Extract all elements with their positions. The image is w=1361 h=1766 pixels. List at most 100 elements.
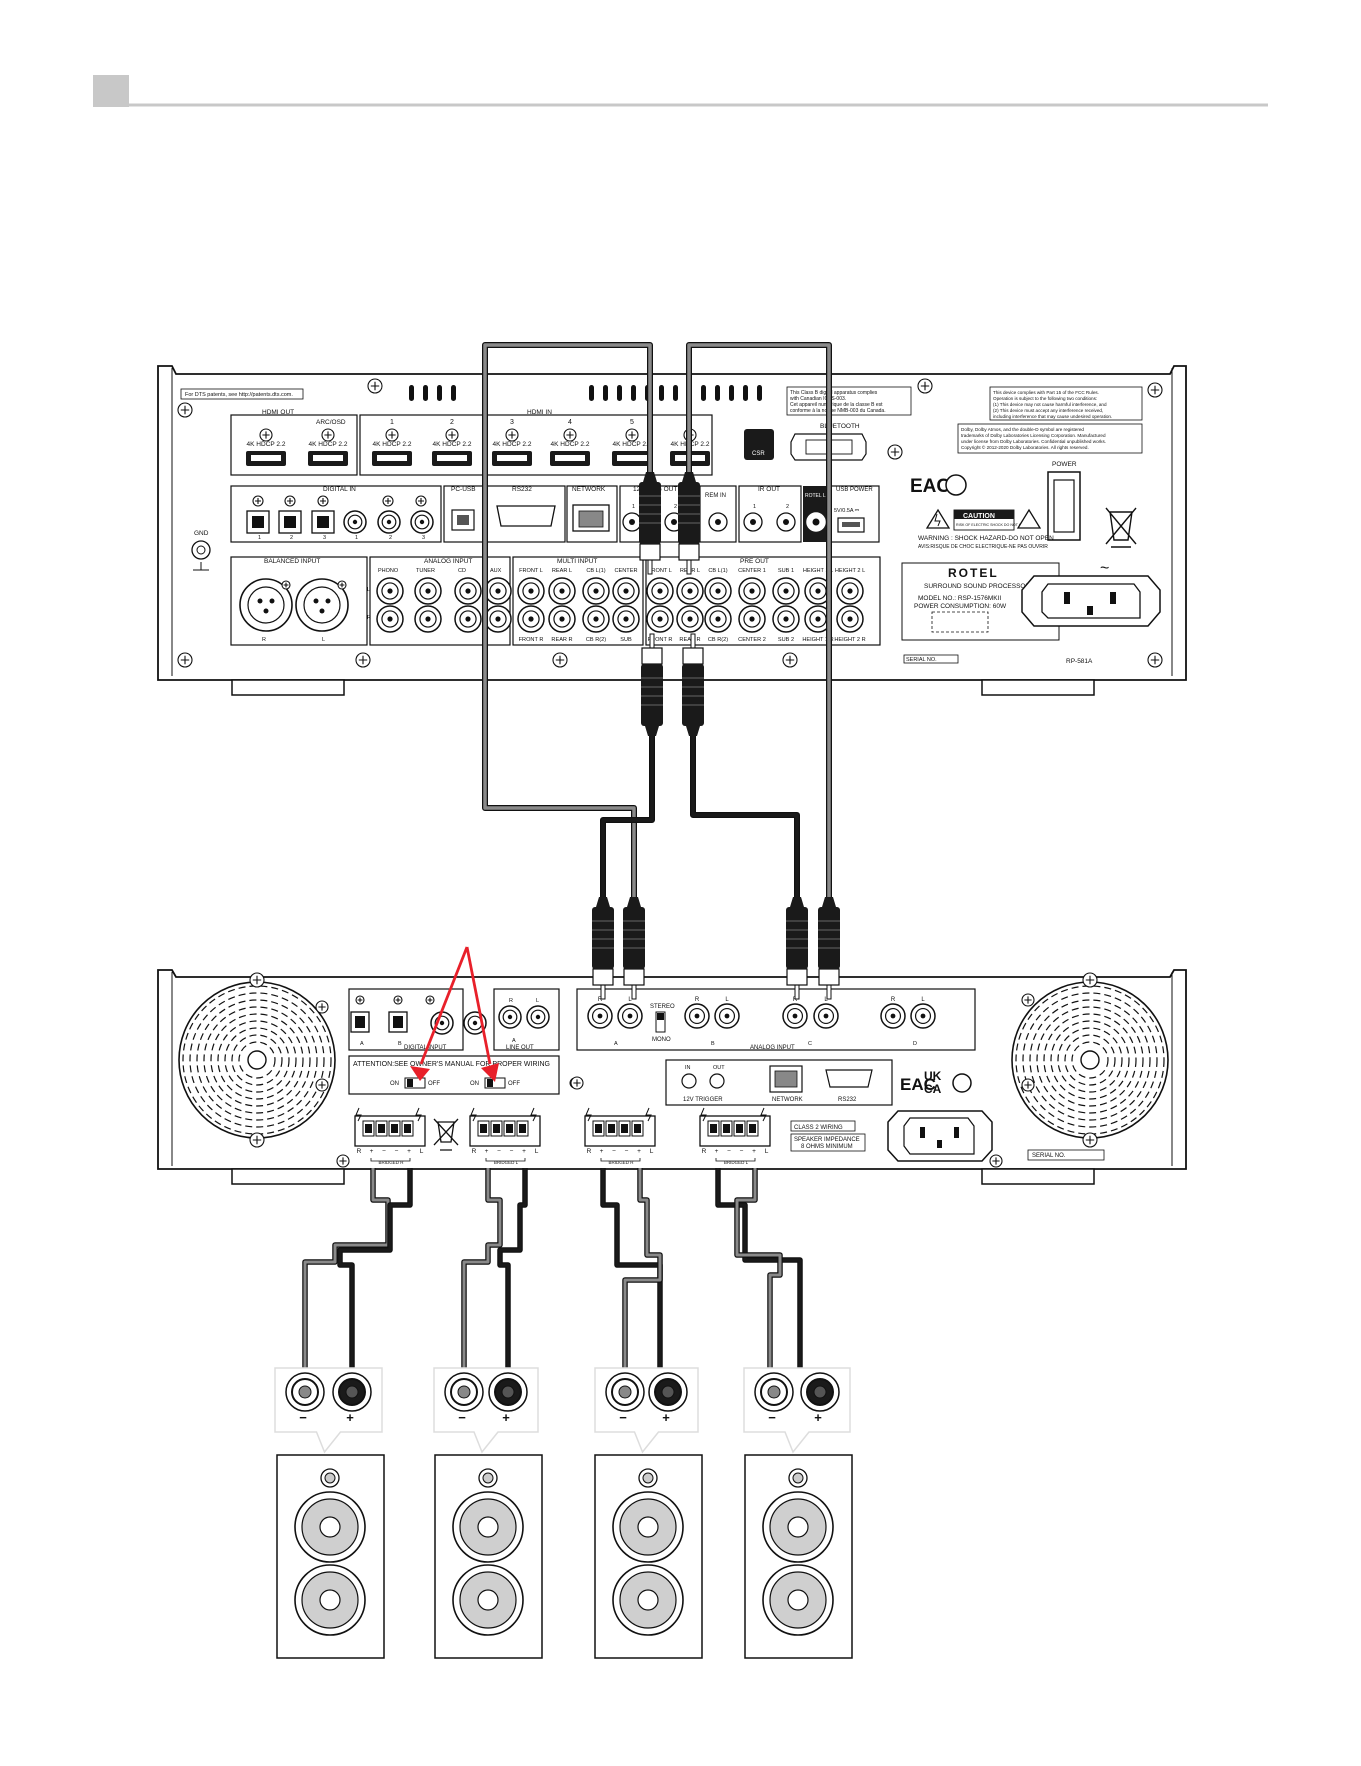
rca-plug-pin	[826, 984, 832, 1000]
mode-switch-a[interactable]	[404, 1077, 426, 1089]
rca-plug-boot	[596, 897, 610, 907]
hdmi-port-slot	[437, 455, 467, 461]
hdcp-label: 4K HDCP 2.2	[373, 441, 412, 448]
rca-bottom-label: SUB	[620, 637, 632, 643]
hdcp-label: 4K HDCP 2.2	[493, 441, 532, 448]
rca-plug-pin	[690, 633, 696, 649]
vent-slot	[715, 385, 720, 401]
speaker-cable-outline	[497, 1168, 528, 1368]
minus-sign: −	[768, 1410, 776, 1425]
stereo-mono-switch[interactable]	[655, 1011, 666, 1033]
caution-text: CAUTION	[963, 513, 995, 520]
rca-plug-body	[639, 482, 661, 544]
hdmi-in-number: 5	[630, 419, 634, 426]
plus-sign: +	[346, 1410, 354, 1425]
screw-cross	[1085, 975, 1095, 985]
vent-slot	[451, 385, 456, 401]
rcm-mark	[945, 474, 967, 496]
vent-slot	[409, 385, 414, 401]
rca-jack-pin	[439, 1020, 445, 1026]
digital-in-label: DIGITAL IN	[323, 486, 356, 493]
mini-jack-hole	[671, 519, 677, 525]
rca-plug-boot	[682, 472, 696, 482]
screw-cross	[385, 498, 391, 504]
vent-slot	[631, 385, 636, 401]
hdmi-in-box	[359, 414, 713, 476]
screw-cross	[427, 997, 433, 1003]
xlr-pin	[319, 608, 325, 614]
speaker-terminal-screw	[621, 1124, 628, 1133]
mini-jack-hole	[629, 519, 635, 525]
network-label: NETWORK	[572, 486, 606, 493]
trigger-out-jack	[709, 1073, 725, 1089]
rotel-link-jack-hole	[812, 518, 820, 526]
analog-label: PHONO	[378, 568, 399, 574]
rca-jack-pin	[715, 588, 721, 594]
hdmi-port-slot	[555, 455, 585, 461]
attention-text: ATTENTION:SEE OWNER'S MANUAL FOR PROPER …	[353, 1061, 550, 1068]
pre-out-label: PRE OUT	[740, 558, 769, 565]
screw-cross	[388, 431, 396, 439]
rca-plug-pin	[631, 984, 637, 1000]
speaker-terminal-screw	[404, 1124, 411, 1133]
rca-plug-body	[818, 907, 840, 969]
hdmi-port-slot	[313, 455, 343, 461]
processor-foot	[231, 679, 345, 696]
channel-d: D	[913, 1041, 917, 1047]
screw-cross	[252, 975, 262, 985]
dolby-line: Dolby, Dolby Atmos, and the double-D sym…	[961, 427, 1084, 432]
channel-side-label: L	[628, 997, 632, 1003]
ir-out-label: IR OUT	[758, 486, 780, 493]
xlr-l-label: L	[322, 637, 325, 643]
screw-cross	[324, 431, 332, 439]
vent-slot	[589, 385, 594, 401]
screw-cross	[370, 381, 380, 391]
arrow-head	[481, 1063, 499, 1082]
attention-box	[348, 1055, 560, 1095]
lightning-icon	[355, 1107, 362, 1122]
rca-plug-body	[641, 664, 663, 726]
rca-jack-pin	[495, 616, 501, 622]
rca-top-label: HEIGHT 2 L	[835, 568, 865, 574]
rca-jack-pin	[465, 616, 471, 622]
optical-port-core	[284, 516, 296, 528]
rca-bottom-label: REAR R	[679, 637, 700, 643]
warning-triangle-icon	[1016, 508, 1042, 529]
screw-cross	[890, 447, 900, 457]
vent-slot	[673, 385, 678, 401]
canada-line: conforme à la norme NMB-003 du Canada.	[790, 408, 886, 414]
rca-jack-pin	[623, 588, 629, 594]
stereo-mono-switch-knob	[657, 1013, 664, 1020]
network-port-inner	[774, 1070, 798, 1088]
rca-plug-boot	[645, 726, 659, 736]
fan-grille-ring	[1057, 1027, 1123, 1093]
dolby-line: under license from Dolby Laboratories. C…	[961, 439, 1106, 444]
bluetooth-label: BLUETOOTH	[820, 423, 860, 430]
rca-plug-collar	[623, 968, 645, 986]
rca-top-label: CENTER 1	[738, 568, 766, 574]
rca-plug-body	[682, 664, 704, 726]
screw-cross	[318, 1081, 326, 1089]
binding-post-center	[345, 1385, 359, 1399]
chassis-screws	[177, 378, 1163, 668]
port-number: 3	[422, 535, 425, 541]
ac-symbol: ~	[1100, 560, 1109, 577]
screw-cross	[566, 431, 574, 439]
switch-on-label: ON	[390, 1081, 399, 1087]
binding-post-center	[298, 1385, 312, 1399]
rca-jack-pin	[593, 588, 599, 594]
hdcp-label: 4K HDCP 2.2	[433, 441, 472, 448]
network-label: NETWORK	[772, 1097, 803, 1103]
rca-plug-collar	[786, 968, 808, 986]
screw-cross	[358, 655, 368, 665]
vent-slot	[437, 385, 442, 401]
patents-text: For DTS patents, see http://patents.dts.…	[185, 392, 293, 398]
terminal-sign: R	[702, 1148, 707, 1155]
binding-post-center	[457, 1385, 471, 1399]
rca-plug-boot	[822, 897, 836, 907]
fan-grille-ring	[1022, 992, 1158, 1128]
port-number: 3	[323, 535, 326, 541]
vent-slot	[423, 385, 428, 401]
line-out-label: LINE OUT	[506, 1045, 534, 1051]
